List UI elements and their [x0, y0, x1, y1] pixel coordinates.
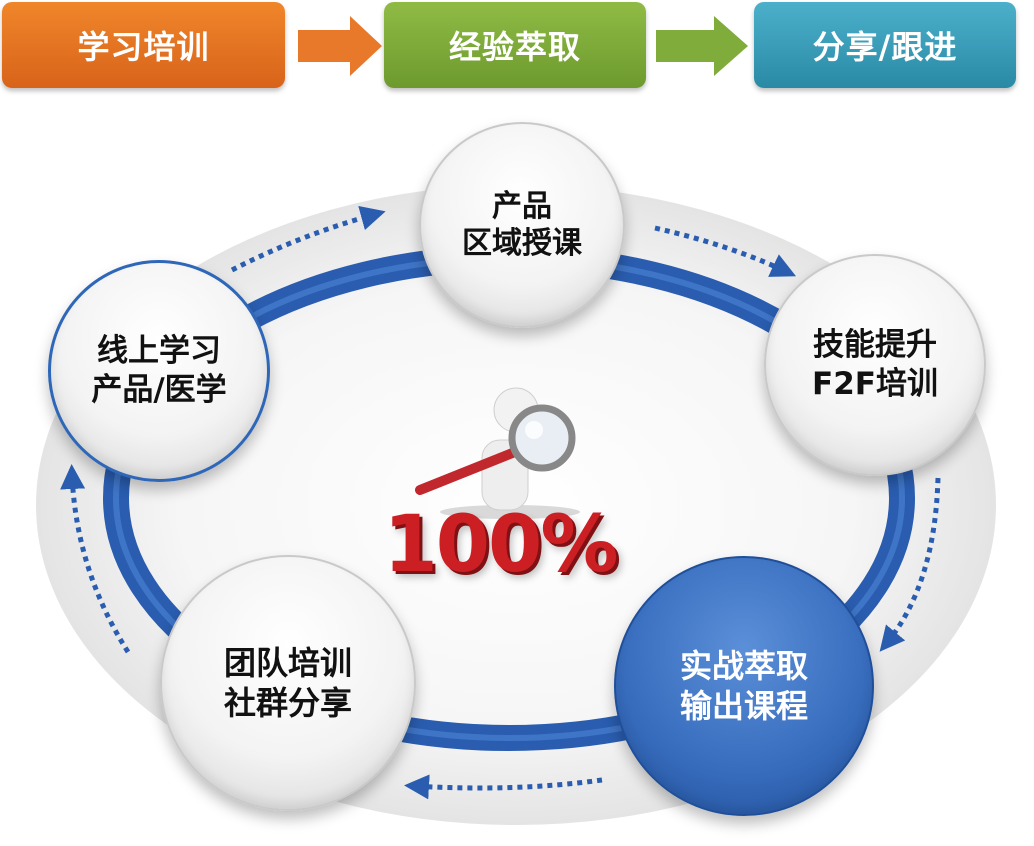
node-bottom-right-line2: 输出课程	[679, 687, 808, 725]
node-right-line1: 技能提升	[813, 327, 937, 364]
node-top-line1: 产品	[492, 188, 552, 224]
node-right-line2: F2F培训	[812, 366, 938, 402]
dotted-arrow-bottom-left-to-left	[60, 464, 131, 654]
step-arrow-2	[656, 16, 748, 76]
node-bottom-right-line1: 实战萃取	[679, 647, 808, 685]
step-share-followup: 分享/跟进	[754, 2, 1016, 88]
node-product-regional-teaching: 产品 区域授课	[419, 122, 625, 328]
dotted-arrow-bottom-right-to-bottom-left	[404, 774, 603, 800]
step-arrow-1	[298, 16, 382, 76]
dotted-arrow-top-to-right	[654, 225, 797, 277]
figure-with-magnifier-icon	[415, 387, 580, 519]
node-team-training: 团队培训 社群分享	[160, 555, 416, 811]
node-bottom-left-line1: 团队培训	[223, 644, 352, 682]
node-practical-extraction: 实战萃取 输出课程	[614, 556, 874, 816]
node-left-line2: 产品/医学	[91, 372, 227, 408]
dotted-arrow-right-to-bottom-right	[879, 477, 941, 652]
step-experience-extraction: 经验萃取	[384, 2, 646, 88]
node-bottom-left-line2: 社群分享	[223, 684, 352, 722]
node-top-line2: 区域授课	[462, 226, 582, 261]
step-learning-training: 学习培训	[2, 2, 285, 88]
node-skill-improvement: 技能提升 F2F培训	[764, 254, 986, 476]
center-100-percent: 100%	[383, 500, 619, 590]
node-online-learning: 线上学习 产品/医学	[48, 260, 270, 482]
node-left-line1: 线上学习	[97, 333, 221, 370]
